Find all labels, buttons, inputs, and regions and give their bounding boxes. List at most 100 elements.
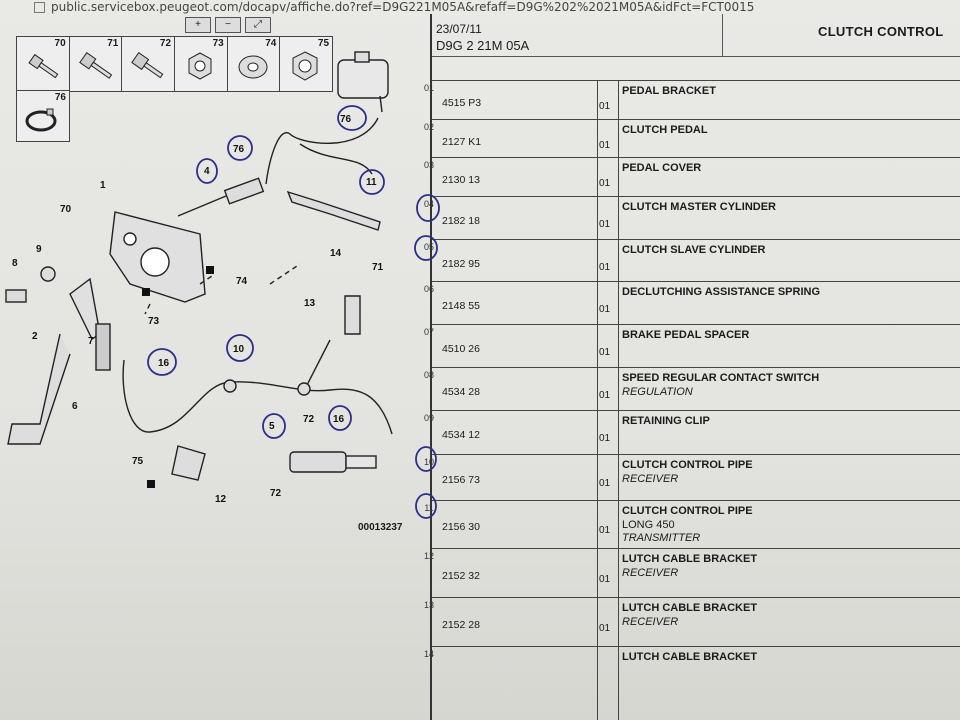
callout-6: 6 [72,401,78,412]
part-description: PEDAL COVER [622,162,702,174]
browser-url-bar[interactable]: public.servicebox.peugeot.com/docapv/aff… [0,0,960,16]
diagram-toolbar: + − ⤢ [185,17,285,33]
header-divider [722,14,723,56]
row-index: 07 [423,327,434,337]
row-index: 05 [423,242,434,252]
row-index: 09 [423,413,434,423]
zoom-out-button[interactable]: − [215,17,241,33]
quantity: 01 [599,304,611,315]
callout-10: 10 [233,344,245,355]
row-index: 01 [423,83,434,93]
bolt-icon [131,51,164,79]
zoom-in-button[interactable]: + [185,17,211,33]
part-cell-70[interactable]: 70 [16,36,70,92]
callout-75: 75 [132,456,144,467]
callout-16b: 16 [333,414,345,425]
part-reference: 4534 12 [442,429,480,441]
quantity: 01 [599,219,611,230]
quantity: 01 [599,178,611,189]
part-number: 74 [265,38,277,49]
annotation-circles [414,194,440,519]
part-reference: 4510 26 [442,343,480,355]
row-index: 06 [423,284,434,294]
callout-71: 71 [372,262,384,273]
callout-14: 14 [330,248,342,259]
bolt-icon [78,51,112,79]
part-description: PEDAL BRACKET [622,85,716,97]
sheet-header: 23/07/11 D9G 2 21M 05A CLUTCH CONTROL [432,14,960,57]
part-description: CLUTCH CONTROL PIPE [622,459,753,471]
part-reference: 2156 30 [442,521,480,533]
part-cell-75[interactable]: 75 [279,36,334,92]
column-divider-desc [618,80,619,720]
callout-7: 7 [88,336,94,347]
part-description: DECLUTCHING ASSISTANCE SPRING [622,286,821,298]
parts-sheet: 23/07/11 D9G 2 21M 05A CLUTCH CONTROL 01… [424,14,960,720]
quantity: 01 [599,347,611,358]
row-index: 11 [424,503,434,513]
fit-view-button[interactable]: ⤢ [245,17,271,33]
sheet-title: CLUTCH CONTROL [818,24,944,39]
part-number: 71 [107,38,119,49]
part-description: LUTCH CABLE BRACKET [622,651,758,663]
part-reference: 2127 K1 [442,136,482,148]
part-reference: 4515 P3 [442,97,482,109]
callout-74: 74 [236,276,248,287]
sheet-date: 23/07/11 [436,22,482,36]
part-reference: 4534 28 [442,386,480,398]
part-cell-74[interactable]: 74 [226,36,281,92]
row-index: 04 [423,199,434,209]
quantity: 01 [599,574,611,585]
sheet-reference: D9G 2 21M 05A [436,38,530,53]
callout-70: 70 [60,204,72,215]
table-row[interactable]: 01 4515 P3 01 PEDAL BRACKET [424,80,960,120]
part-subtitle: RECEIVER [622,473,679,485]
part-description: CLUTCH CONTROL PIPE [622,505,753,517]
row-index: 12 [423,551,434,561]
callout-13: 13 [304,298,316,309]
callout-76: 76 [340,114,352,125]
hardware-parts-strip: 70 71 72 73 74 75 [16,36,334,92]
part-reference: 2152 32 [442,570,480,582]
part-description: LUTCH CABLE BRACKET [622,602,758,614]
part-cell-76[interactable]: 76 [16,90,70,142]
part-number: 72 [159,38,172,49]
quantity: 01 [599,140,611,151]
part-description: LUTCH CABLE BRACKET [622,553,758,565]
quantity: 01 [599,101,611,112]
quantity: 01 [599,525,611,536]
callout-16: 16 [158,358,170,369]
part-number: 76 [54,92,66,103]
hose-clamp-icon [25,108,57,132]
quantity: 01 [599,478,611,489]
part-subtitle-2: TRANSMITTER [622,532,701,544]
part-number: 73 [212,38,224,49]
part-cell-72[interactable]: 72 [121,36,176,92]
table-row[interactable]: 04 2182 18 01 CLUTCH MASTER CYLINDER [424,196,960,240]
clutch-exploded-diagram[interactable]: 1 2 4 5 6 7 8 9 10 11 12 13 14 16 16 70 … [0,34,430,720]
part-description: SPEED REGULAR CONTACT SWITCH [622,372,820,384]
part-number: 75 [317,38,330,49]
part-cell-73[interactable]: 73 [174,36,228,92]
part-reference: 2182 18 [442,215,480,227]
part-description: CLUTCH MASTER CYLINDER [622,201,776,213]
part-reference: 2156 73 [442,474,480,486]
row-index: 14 [423,649,434,659]
quantity: 01 [599,623,611,634]
callout-11: 11 [366,177,377,188]
table-row[interactable]: 14 LUTCH CABLE BRACKET [424,646,960,687]
callout-72b: 72 [270,488,282,499]
row-index: 13 [423,600,434,610]
callout-1: 1 [100,180,106,191]
